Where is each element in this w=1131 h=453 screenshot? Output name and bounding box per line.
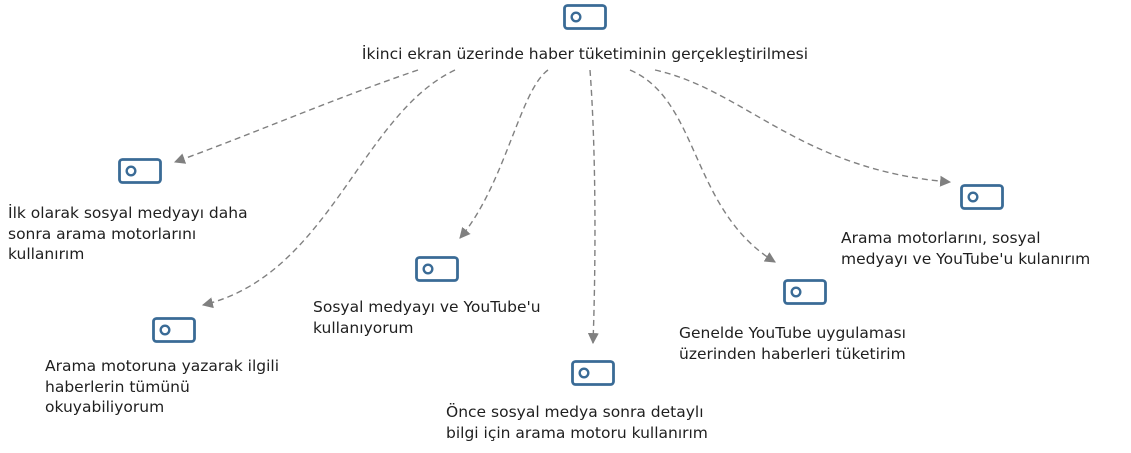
child-label-4: Önce sosyal medya sonra detaylı bilgi iç… [446,403,708,442]
connector-root-to-c4 [587,69,599,345]
tag-icon [118,158,162,184]
connector-root-to-c3 [459,69,549,239]
tag-icon [960,184,1004,210]
tag-icon [563,4,607,30]
child-label-2: Arama motoruna yazarak ilgili haberlerin… [45,357,280,416]
tag-icon [152,317,196,343]
connector-root-to-c5 [629,69,776,263]
root-label: İkinci ekran üzerinde haber tüketiminin … [361,45,809,63]
connector-root-to-c6 [654,69,952,187]
child-label-6: Arama motorlarını, sosyal medyayı ve You… [841,229,1091,268]
tag-icon [783,279,827,305]
tag-icon [415,256,459,282]
connector-root-to-c1 [173,69,419,164]
tag-icon [571,360,615,386]
child-label-3: Sosyal medyayı ve YouTube'u kullanıyorum [313,298,541,337]
child-label-5: Genelde YouTube uygulaması üzerinden hab… [679,324,906,363]
child-label-1: İlk olarak sosyal medyayı daha sonra ara… [8,204,248,263]
connector-root-to-c2 [201,69,456,309]
